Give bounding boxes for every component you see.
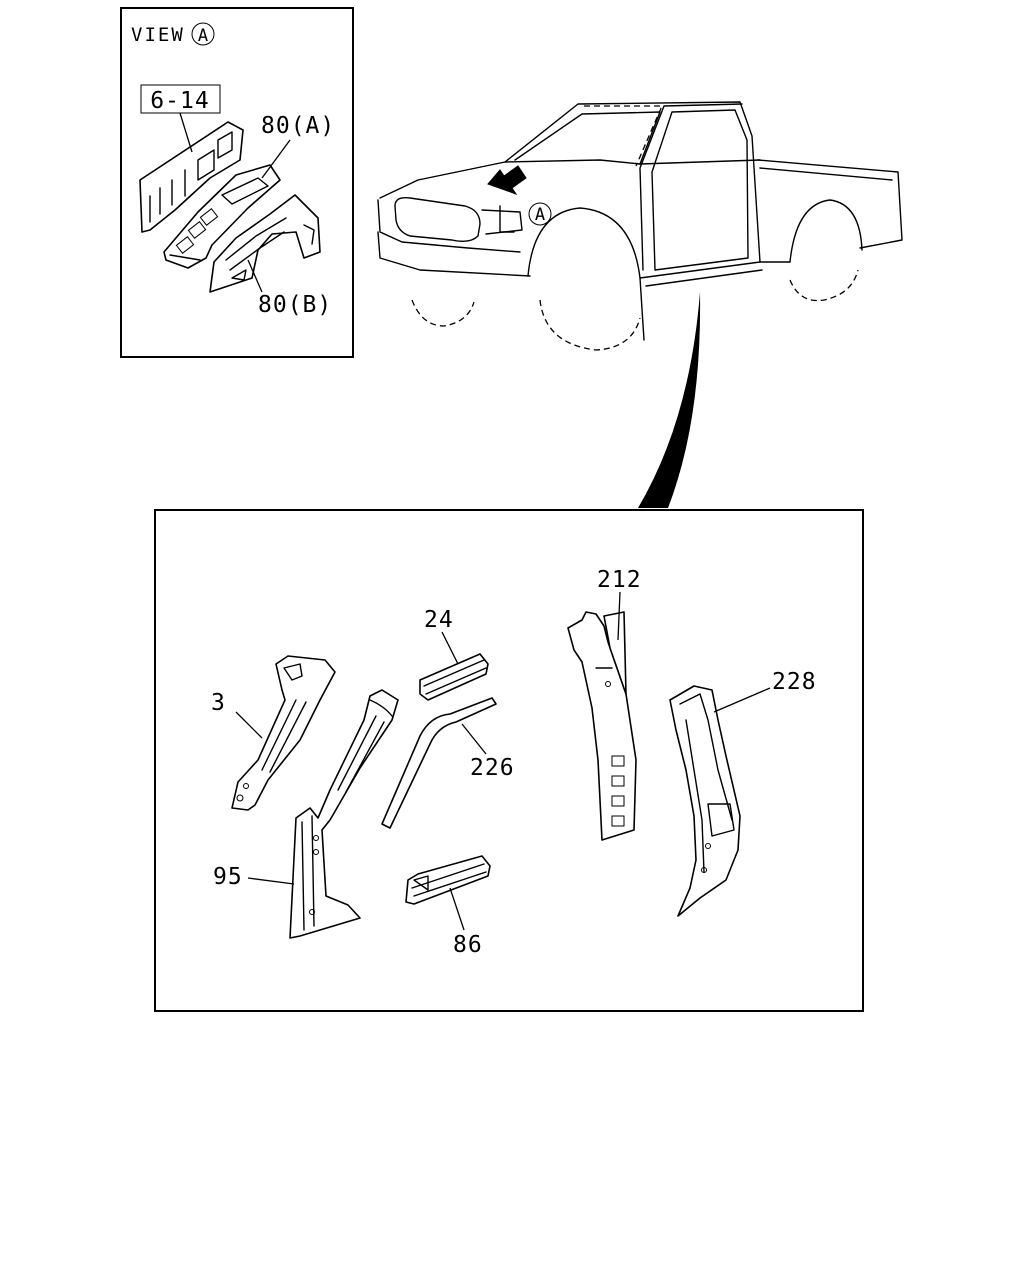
- leader-86: [449, 887, 465, 931]
- inset-leader-80b: [247, 259, 263, 293]
- inset-80a-part: [163, 164, 281, 269]
- label-228: 228: [772, 669, 817, 695]
- view-a-inset: VIEW A 6-14 80(A: [120, 7, 354, 358]
- part-228-illustration: [669, 685, 741, 917]
- part-86-illustration: [405, 855, 491, 905]
- label-80b: 80(B): [258, 292, 332, 318]
- vehicle-view-circle: [528, 202, 552, 226]
- inset-dash-panel-part: [139, 121, 244, 233]
- view-title: VIEW: [131, 24, 185, 46]
- label-86: 86: [453, 932, 483, 958]
- part-24-illustration: [419, 653, 489, 701]
- part-212-illustration: [567, 611, 637, 841]
- label-3: 3: [211, 690, 226, 716]
- label-80a: 80(A): [261, 113, 335, 139]
- reference-box-label: 6-14: [150, 88, 209, 114]
- side-mark-glyph: [499, 205, 515, 233]
- label-95: 95: [213, 864, 243, 890]
- leader-3: [235, 711, 263, 739]
- inset-leader-80a: [261, 139, 291, 179]
- leader-226: [461, 723, 487, 755]
- label-212: 212: [597, 567, 642, 593]
- label-226: 226: [470, 755, 515, 781]
- view-direction-arrow: [487, 165, 527, 195]
- leader-24: [441, 631, 459, 665]
- inset-leader-ref: [179, 112, 193, 153]
- label-24: 24: [424, 607, 454, 633]
- vehicle-illustration: A: [377, 101, 903, 351]
- leader-212: [617, 591, 621, 641]
- part-95-illustration: [289, 689, 399, 939]
- view-circle-letter: A: [198, 26, 208, 46]
- vehicle-view-marker: A: [535, 205, 545, 225]
- part-3-illustration: [231, 655, 336, 811]
- inset-80b-part: [209, 194, 321, 293]
- leader-228: [713, 687, 771, 713]
- inset-frame: [120, 7, 354, 358]
- detail-pointer: [638, 292, 701, 508]
- leader-95: [247, 877, 295, 885]
- detail-frame: [154, 509, 864, 1012]
- view-circle: [191, 22, 215, 46]
- part-226-illustration: [381, 697, 497, 829]
